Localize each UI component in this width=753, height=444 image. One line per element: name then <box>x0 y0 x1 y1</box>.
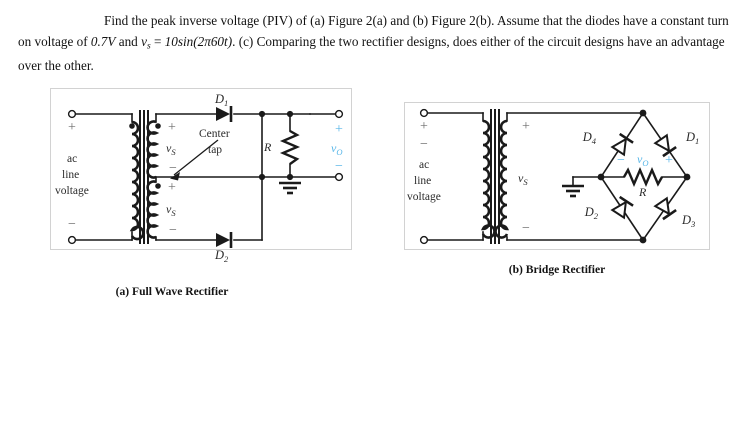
node-b-bridge-right <box>683 173 691 181</box>
problem-line-3: an advantage over the other. <box>18 34 725 74</box>
vs-symbol: v <box>141 34 147 50</box>
center-tap-arrow <box>170 139 219 181</box>
label-a-source-line3: voltage <box>55 185 89 197</box>
figure-b-caption: (b) Bridge Rectifier <box>508 263 606 276</box>
label-b-sec-minus: − <box>522 221 530 236</box>
diode-d2-symbol-b <box>610 195 634 220</box>
turn-on-voltage-value: 0.7V <box>90 34 116 50</box>
label-a-out-plus: + <box>335 122 343 137</box>
ground-symbol-b <box>562 184 584 198</box>
label-a-out-minus: − <box>335 159 343 174</box>
label-resistor-r-b: R <box>638 185 647 199</box>
label-diode-d2-b: D2 <box>584 205 599 221</box>
transformer-a-secondary-coil-bottom <box>146 180 160 239</box>
diode-d1-symbol-a <box>216 106 233 122</box>
diode-d4-symbol-b <box>610 132 634 157</box>
node-a-resistor-bottom <box>286 173 294 181</box>
node-a-resistor-top <box>286 110 294 118</box>
label-center-tap-line1: Center <box>199 128 230 140</box>
polarity-dot-a-secondary-top <box>155 123 161 129</box>
label-a-sec-bot-plus: + <box>168 180 176 195</box>
problem-line-2-a: turn on voltage of <box>18 13 729 50</box>
label-b-sec-plus: + <box>522 119 530 134</box>
problem-line-1: Find the peak inverse voltage (PIV) of (… <box>104 13 705 28</box>
source-expression: 10sin(2π60t) <box>164 34 233 50</box>
label-b-source-line1: ac <box>419 159 429 171</box>
problem-line-2-c: . (c) Comparing the two rectifier design… <box>232 34 653 50</box>
label-a-out-v: vO <box>331 141 342 157</box>
label-b-source-minus: − <box>420 137 428 152</box>
terminal-a-out-top <box>334 109 344 119</box>
node-b-bridge-left <box>597 173 605 181</box>
label-diode-d4-b: D4 <box>582 130 597 146</box>
label-a-source-minus: − <box>68 217 76 232</box>
diode-d1-symbol-b <box>653 133 677 158</box>
label-b-out-minus: − <box>617 153 625 168</box>
label-diode-d3-b: D3 <box>681 213 695 229</box>
label-a-sec-bot-v: vS <box>166 202 176 218</box>
label-a-sec-top-v: vS <box>166 141 176 157</box>
ground-symbol-a <box>279 181 301 195</box>
resistor-r-symbol-b <box>622 166 664 188</box>
terminal-b-top <box>419 108 429 118</box>
resistor-r-symbol-a <box>279 129 301 165</box>
label-a-source-plus: + <box>68 120 76 135</box>
label-resistor-r-a: R <box>263 140 272 154</box>
label-b-out-plus: + <box>665 153 673 168</box>
diode-d2-symbol-a <box>216 232 233 248</box>
transformer-a-secondary-coil-top <box>146 120 160 179</box>
label-b-source-line2: line <box>414 175 431 187</box>
label-b-source-line3: voltage <box>407 191 441 203</box>
diode-d3-symbol-b <box>653 196 677 221</box>
terminal-b-bottom <box>419 235 429 245</box>
figure-a-frame <box>50 88 352 250</box>
terminal-a-out-bottom <box>334 172 344 182</box>
polarity-dot-a-secondary-bottom <box>155 183 161 189</box>
label-b-out-v: vO <box>637 152 648 168</box>
transformer-b-secondary-coil <box>494 119 510 239</box>
node-a-top-right <box>258 110 266 118</box>
label-center-tap-line2: tap <box>208 144 222 156</box>
label-diode-d1-a: D1 <box>214 92 228 108</box>
label-diode-d2-a: D2 <box>214 248 229 264</box>
label-a-sec-top-minus: − <box>169 161 177 176</box>
polarity-dot-a-primary <box>129 123 135 129</box>
transformer-a-primary-coil <box>129 120 145 241</box>
label-b-source-plus: + <box>420 119 428 134</box>
problem-line-2-b: and <box>115 34 142 50</box>
problem-statement: Find the peak inverse voltage (PIV) of (… <box>18 10 736 77</box>
vs-subscript: s <box>146 42 151 53</box>
label-a-source-line1: ac <box>67 153 77 165</box>
node-b-bridge-top <box>639 109 647 117</box>
figure-a-caption: (a) Full Wave Rectifier <box>115 285 229 298</box>
label-a-sec-bot-minus: − <box>169 223 177 238</box>
node-b-bridge-bottom <box>639 236 647 244</box>
label-diode-d1-b: D1 <box>685 130 699 146</box>
label-a-source-line2: line <box>62 169 79 181</box>
label-a-sec-top-plus: + <box>168 120 176 135</box>
transformer-b-primary-coil <box>480 119 496 239</box>
transformer-b-core <box>490 109 500 244</box>
equals-sign: = <box>150 34 165 50</box>
label-b-sec-v: vS <box>518 171 528 187</box>
figure-b-frame <box>404 102 710 250</box>
node-a-centertap-cross <box>258 173 266 181</box>
